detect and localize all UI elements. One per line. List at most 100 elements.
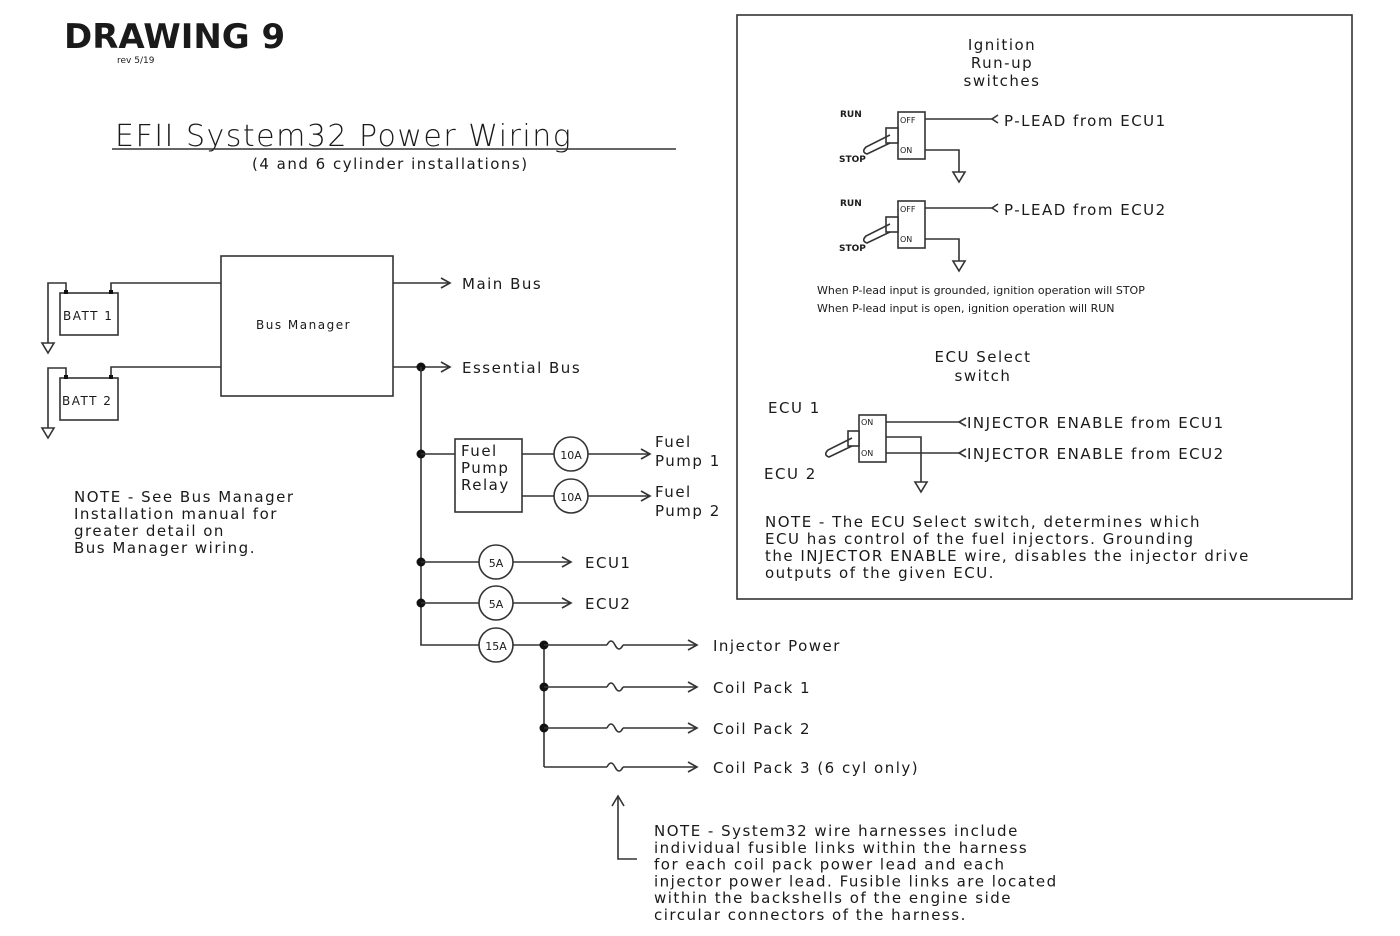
- harness-branch: Coil Pack 2: [539, 720, 811, 738]
- ground-icon: [40, 427, 56, 440]
- bus-manager-box: [220, 255, 394, 397]
- toggle-lever-icon: [862, 134, 891, 155]
- p-lead-label: P-LEAD from ECU2: [1004, 201, 1167, 219]
- ground-icon: [951, 260, 967, 273]
- harness-note-line: injector power lead. Fusible links are l…: [654, 872, 1058, 890]
- ecu-note-line: the INJECTOR ENABLE wire, disables the i…: [765, 547, 1250, 565]
- fusible-link-icon: [606, 723, 624, 733]
- fuse-label: 5A: [489, 598, 504, 611]
- switches-inset-box: [736, 14, 1353, 600]
- ignition-title: Ignition: [968, 36, 1036, 54]
- revision-label: rev 5/19: [117, 56, 155, 66]
- harness-branch: Injector Power: [539, 637, 841, 655]
- harness-note-line: individual fusible links within the harn…: [654, 839, 1028, 857]
- arrow-icon: [440, 361, 452, 373]
- bus-manager-label: Bus Manager: [256, 318, 351, 332]
- off-label: OFF: [900, 116, 916, 125]
- on-label: ON: [900, 146, 912, 155]
- arrow-icon: [640, 448, 652, 460]
- harness-note-line: within the backshells of the engine side: [654, 889, 1012, 907]
- arrow-up-icon: [611, 794, 625, 807]
- fusible-link-icon: [606, 682, 624, 692]
- arrow-icon: [687, 761, 699, 773]
- ground-icon: [951, 171, 967, 184]
- ecu2-position-label: ECU 2: [764, 465, 817, 483]
- arrow-icon: [687, 722, 699, 734]
- battery-1-label: BATT 1: [63, 309, 113, 323]
- ignition-title: switches: [964, 72, 1041, 90]
- injector-enable-ecu1-label: INJECTOR ENABLE from ECU1: [967, 414, 1225, 432]
- ignition-switch-2: RUN STOP OFF ON P-LEAD from ECU2: [839, 199, 1167, 273]
- arrow-icon: [561, 556, 573, 568]
- harness-note-line: for each coil pack power lead and each: [654, 856, 1005, 874]
- diagram-title: EFII System32 Power Wiring: [115, 119, 572, 154]
- fuse-label: 15A: [485, 640, 507, 653]
- bus-manager-note-line: Bus Manager wiring.: [74, 539, 256, 557]
- relay-label-line: Fuel: [461, 442, 498, 460]
- essential-bus-label: Essential Bus: [462, 359, 581, 377]
- ecu-note-line: outputs of the given ECU.: [765, 564, 995, 582]
- battery-2: BATT 2: [40, 366, 221, 440]
- ecu2-feed-label: ECU2: [585, 595, 631, 613]
- ignition-switch-1: RUN STOP OFF ON P-LEAD from ECU1: [839, 110, 1167, 184]
- run-label: RUN: [840, 199, 862, 209]
- harness-branch-label: Coil Pack 2: [713, 720, 811, 738]
- bus-manager-note-line: greater detail on: [74, 522, 225, 540]
- fusible-link-icon: [606, 640, 624, 650]
- ecu-note-line: ECU has control of the fuel injectors. G…: [765, 530, 1195, 548]
- ecu-select-title: switch: [955, 367, 1012, 385]
- harness-branch-label: Coil Pack 1: [713, 679, 811, 697]
- ecu-note-line: NOTE - The ECU Select switch, determines…: [765, 513, 1201, 531]
- arrow-icon: [640, 490, 652, 502]
- bus-manager-note-line: NOTE - See Bus Manager: [74, 488, 295, 506]
- fuel-pump-1-label: Fuel: [655, 433, 692, 451]
- fuel-pump-relay-box: [454, 438, 523, 513]
- fusible-link-icon: [606, 762, 624, 772]
- ground-icon: [40, 342, 56, 355]
- harness-branch-label: Injector Power: [713, 637, 841, 655]
- injector-enable-ecu2-label: INJECTOR ENABLE from ECU2: [967, 445, 1225, 463]
- arrow-icon: [687, 639, 699, 651]
- drawing-title: DRAWING 9: [64, 17, 285, 57]
- stop-label: STOP: [839, 155, 866, 165]
- p-lead-label: P-LEAD from ECU1: [1004, 112, 1167, 130]
- ecu-select-switch: ECU 1 ECU 2 ON ON INJECTOR ENABLE from E…: [764, 399, 1225, 494]
- on-label: ON: [900, 235, 912, 244]
- run-label: RUN: [840, 110, 862, 120]
- relay-label-line: Pump: [461, 459, 509, 477]
- harness-branch-label: Coil Pack 3 (6 cyl only): [713, 759, 919, 777]
- toggle-lever-icon: [862, 223, 891, 244]
- fuse-label: 5A: [489, 557, 504, 570]
- ecu-select-title: ECU Select: [935, 348, 1032, 366]
- harness-branch: Coil Pack 1: [539, 679, 811, 697]
- battery-1: BATT 1: [40, 282, 221, 355]
- fuel-pump-2-label: Pump 2: [655, 502, 721, 520]
- ignition-note-line: When P-lead input is grounded, ignition …: [817, 284, 1145, 297]
- on-label: ON: [861, 449, 873, 458]
- ignition-title: Run-up: [971, 54, 1033, 72]
- note-leader-line: [617, 797, 637, 860]
- bus-manager-note-line: Installation manual for: [74, 505, 278, 523]
- main-bus-label: Main Bus: [462, 275, 542, 293]
- ecu1-feed-label: ECU1: [585, 554, 631, 572]
- arrow-icon: [561, 597, 573, 609]
- ecu1-position-label: ECU 1: [768, 399, 821, 417]
- battery-2-label: BATT 2: [62, 394, 112, 408]
- harness-branch: Coil Pack 3 (6 cyl only): [544, 759, 919, 777]
- relay-label-line: Relay: [461, 476, 510, 494]
- harness-note-line: NOTE - System32 wire harnesses include: [654, 822, 1019, 840]
- stop-label: STOP: [839, 244, 866, 254]
- on-label: ON: [861, 418, 873, 427]
- off-label: OFF: [900, 205, 916, 214]
- fuse-label: 10A: [560, 491, 582, 504]
- diagram-subtitle: (4 and 6 cylinder installations): [252, 155, 529, 173]
- arrow-icon: [440, 277, 452, 289]
- ground-icon: [913, 481, 929, 494]
- fuel-pump-1-label: Pump 1: [655, 452, 721, 470]
- fuel-pump-2-label: Fuel: [655, 483, 692, 501]
- harness-note-line: circular connectors of the harness.: [654, 906, 967, 924]
- arrow-icon: [687, 681, 699, 693]
- ignition-note-line: When P-lead input is open, ignition oper…: [817, 302, 1115, 315]
- fuse-label: 10A: [560, 449, 582, 462]
